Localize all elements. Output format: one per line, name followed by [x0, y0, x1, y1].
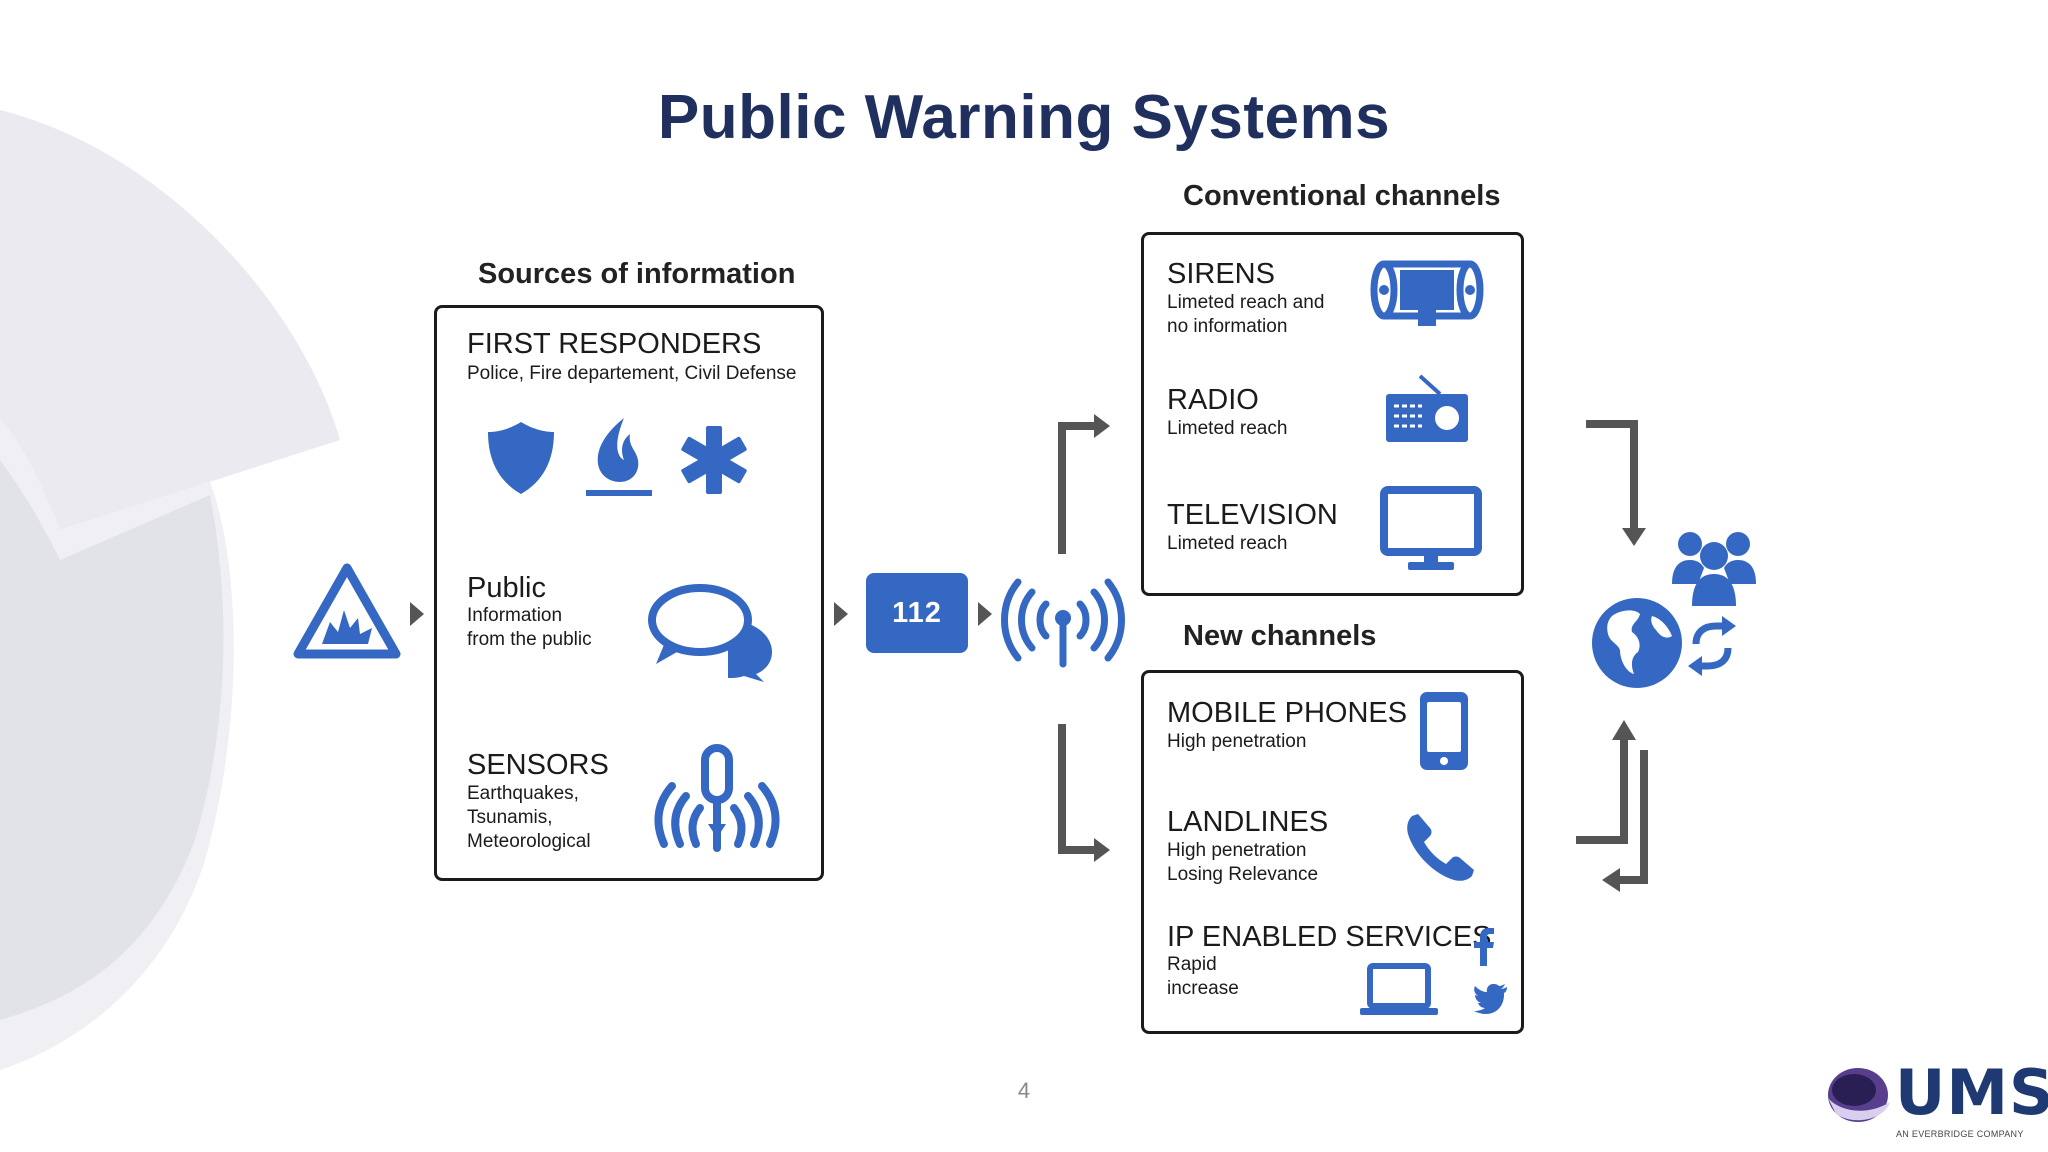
emergency-number-112: 112: [866, 573, 968, 653]
sync-arrows-icon: [1688, 616, 1736, 676]
arrow-right-icon: [834, 602, 848, 626]
channel-subtitle: Limeted reach: [1167, 533, 1288, 554]
source-subtitle: Earthquakes,: [467, 783, 579, 804]
channel-subtitle: Losing Relevance: [1167, 864, 1319, 885]
speech-bubbles-icon: [648, 584, 772, 682]
ums-logo-text: UMS: [1895, 1056, 2048, 1129]
source-subtitle: Tsunamis,: [467, 807, 553, 828]
twitter-icon: [1474, 984, 1507, 1014]
channel-subtitle: Limeted reach: [1167, 418, 1288, 439]
arrow-return-left: [1602, 750, 1648, 892]
arrow-right-icon: [410, 602, 424, 626]
channel-subtitle: Rapid: [1167, 954, 1217, 975]
broadcast-antenna-icon: [1001, 578, 1125, 668]
monitor-icon: [1380, 486, 1482, 570]
laptop-icon: [1360, 963, 1438, 1015]
page-number: 4: [1017, 1078, 1031, 1103]
channel-title-radio: RADIO: [1167, 384, 1259, 416]
arrow-down-to-new-channels: [1058, 724, 1110, 862]
channel-subtitle: increase: [1167, 978, 1239, 999]
hazard-alert-icon: [293, 563, 401, 659]
ums-logo-mark: [1828, 1068, 1890, 1122]
conventional-heading: Conventional channels: [1183, 180, 1501, 212]
source-subtitle: Police, Fire departement, Civil Defense: [467, 363, 797, 384]
phone-handset-icon: [1407, 814, 1474, 881]
siren-icon: [1370, 260, 1484, 326]
radio-icon: [1386, 374, 1468, 442]
people-group-icon: [1672, 532, 1756, 606]
shield-icon: [488, 422, 554, 494]
source-title-first-responders: FIRST RESPONDERS: [467, 328, 762, 360]
channel-title-sirens: SIRENS: [1167, 258, 1275, 290]
facebook-icon: [1474, 928, 1494, 966]
source-title-public: Public: [467, 572, 546, 604]
sources-heading: Sources of information: [478, 258, 796, 290]
channel-subtitle: High penetration: [1167, 731, 1307, 752]
arrow-right-icon: [978, 602, 992, 626]
arrow-up-feedback: [1576, 720, 1636, 844]
globe-icon: [1592, 598, 1682, 688]
channel-subtitle: High penetration: [1167, 840, 1307, 861]
new-channels-heading: New channels: [1183, 620, 1377, 652]
source-subtitle: from the public: [467, 629, 592, 650]
slide-title: Public Warning Systems: [657, 83, 1391, 152]
arrow-up-to-conventional: [1058, 414, 1110, 554]
source-subtitle: Information: [467, 605, 563, 626]
source-title-sensors: SENSORS: [467, 749, 609, 781]
fire-icon: [586, 418, 652, 496]
source-subtitle: Meteorological: [467, 831, 591, 852]
channel-title-mobile-phones: MOBILE PHONES: [1167, 697, 1408, 729]
arrow-down-to-people: [1586, 420, 1646, 546]
medical-star-icon: [681, 426, 747, 494]
channel-title-landlines: LANDLINES: [1167, 806, 1329, 838]
sensor-waves-icon: [654, 744, 780, 852]
ums-logo-tagline: AN EVERBRIDGE COMPANY: [1896, 1129, 2024, 1139]
channel-subtitle: no information: [1167, 316, 1288, 337]
mobile-phone-icon: [1420, 692, 1468, 770]
channel-title-ip-services: IP ENABLED SERVICES: [1167, 921, 1492, 953]
channel-subtitle: Limeted reach and: [1167, 292, 1325, 313]
channel-title-television: TELEVISION: [1167, 499, 1338, 531]
